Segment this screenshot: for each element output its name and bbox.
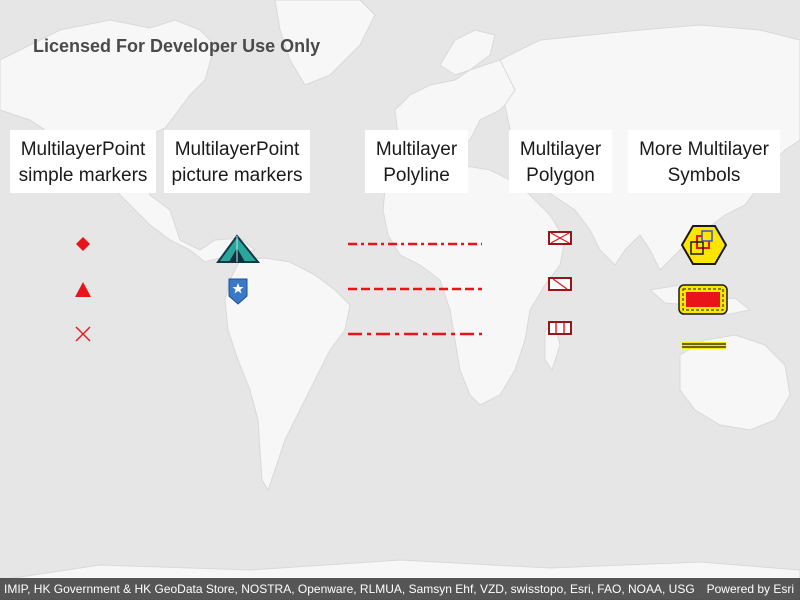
complex-symbols-group[interactable]: [678, 225, 728, 349]
simple-markers-group[interactable]: [75, 237, 91, 342]
label-polygon: Multilayer Polygon: [509, 130, 612, 193]
developer-watermark: Licensed For Developer Use Only: [33, 36, 321, 56]
label-line: simple markers: [18, 165, 148, 186]
map-pin-icon[interactable]: [228, 278, 248, 305]
triangle-marker-icon[interactable]: [75, 282, 91, 297]
label-line: MultilayerPoint: [20, 139, 146, 160]
africa: [382, 161, 566, 406]
polygons-group[interactable]: [548, 231, 572, 335]
powered-by-esri-link[interactable]: Powered by Esri: [706, 582, 794, 596]
label-line: picture markers: [171, 165, 303, 186]
diamond-marker-icon[interactable]: [76, 237, 90, 251]
label-line: Symbols: [667, 165, 741, 186]
label-polyline: Multilayer Polyline: [365, 130, 468, 193]
attribution-bar[interactable]: IMIP, HK Government & HK GeoData Store, …: [0, 578, 800, 600]
label-line: Polygon: [526, 165, 595, 186]
cross-hatch-polygon-icon[interactable]: [548, 231, 572, 245]
australia: [679, 334, 791, 431]
label-line: MultilayerPoint: [174, 139, 300, 160]
scandinavia: [439, 29, 496, 76]
picture-markers-group[interactable]: [216, 234, 261, 305]
tent-icon[interactable]: [216, 234, 261, 263]
label-line: More Multilayer: [639, 139, 769, 160]
attribution-credits[interactable]: IMIP, HK Government & HK GeoData Store, …: [4, 582, 694, 596]
striped-line-icon[interactable]: [682, 342, 726, 349]
label-line: Multilayer: [519, 139, 602, 160]
diagonal-polygon-icon[interactable]: [548, 277, 572, 291]
polylines-group[interactable]: [348, 242, 482, 336]
label-line: Multilayer: [375, 139, 458, 160]
vertical-polygon-icon[interactable]: [548, 321, 572, 335]
label-more-symbols: More Multilayer Symbols: [628, 130, 780, 193]
x-marker-icon[interactable]: [75, 326, 91, 342]
label-picture-markers: MultilayerPoint picture markers: [164, 130, 310, 193]
label-simple-markers: MultilayerPoint simple markers: [10, 130, 156, 193]
greenland: [274, 0, 376, 86]
rounded-rect-icon[interactable]: [678, 284, 728, 315]
hexagon-squares-icon[interactable]: [680, 225, 728, 265]
label-line: Polyline: [383, 165, 450, 186]
south-america: [224, 257, 351, 492]
